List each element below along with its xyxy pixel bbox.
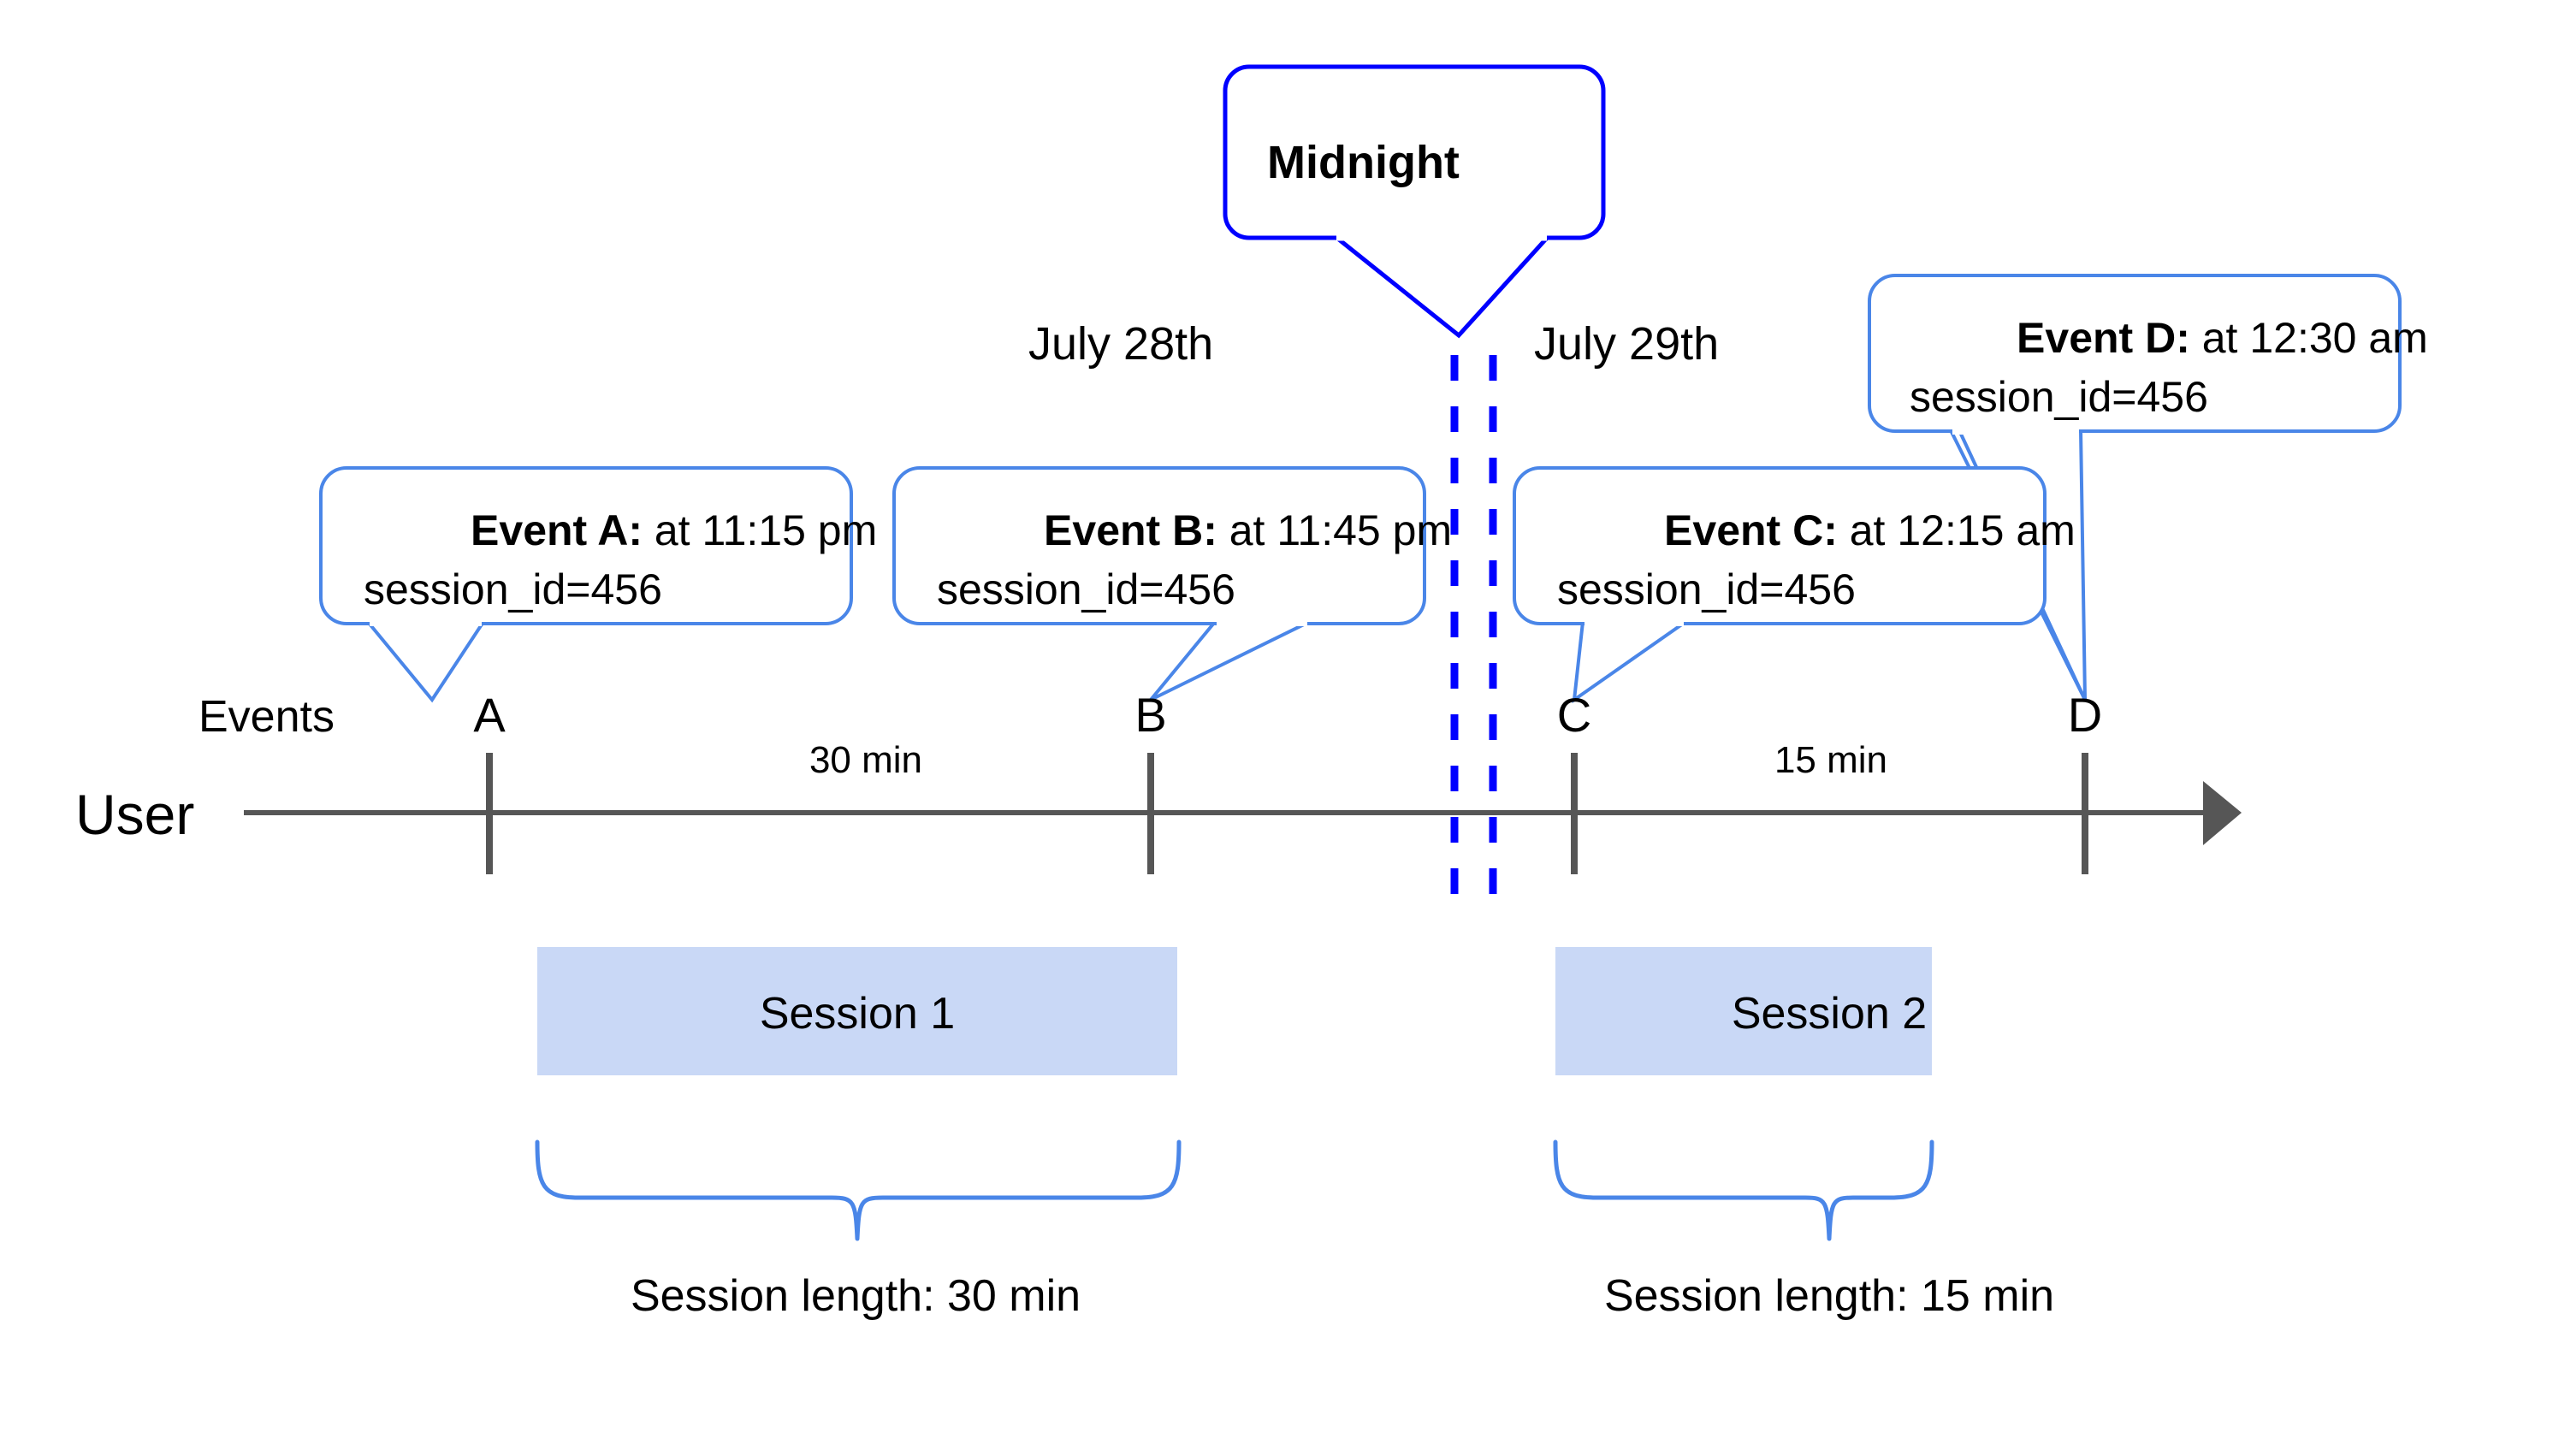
session-bar-group: Session 1 Session 2 <box>537 947 1932 1075</box>
gap-label-c-d: 15 min <box>1774 739 1887 781</box>
session-bar-2[interactable] <box>1555 947 1932 1075</box>
lane-label-events: Events <box>198 692 335 742</box>
event-b-line-2: session_id=456 <box>937 565 1235 613</box>
event-d-line-2: session_id=456 <box>1910 373 2208 421</box>
midnight-callout-tail <box>1328 234 1554 339</box>
event-c-bold: Event C: <box>1664 506 1838 554</box>
session-bar-1-label: Session 1 <box>760 989 955 1039</box>
event-callout-d-box[interactable]: Event D: at 12:30 am session_id=456 <box>1868 274 2511 435</box>
day-label-july-29: July 29th <box>1534 318 1719 370</box>
midnight-callout[interactable]: Midnight <box>1223 64 1606 339</box>
midnight-divider-lines <box>1450 355 1497 920</box>
event-callout-b[interactable]: Event B: at 11:45 pm session_id=456 <box>892 466 1535 701</box>
session-bar-1[interactable] <box>537 947 1177 1075</box>
event-d-line-1: Event D: at 12:30 am <box>1910 314 2511 362</box>
event-d-bold: Event D: <box>2017 314 2190 362</box>
event-a-time: at 11:15 pm <box>643 506 877 554</box>
event-c-line-1: Event C: at 12:15 am <box>1557 506 2159 554</box>
event-marker-d: D <box>2068 688 2102 742</box>
event-b-time: at 11:45 pm <box>1217 506 1452 554</box>
event-b-callout-tail <box>1149 620 1310 701</box>
event-b-line-1: Event B: at 11:45 pm <box>937 506 1535 554</box>
event-b-bold: Event B: <box>1044 506 1217 554</box>
timeline-axis <box>244 753 2242 874</box>
event-callout-a[interactable]: Event A: at 11:15 pm session_id=456 <box>319 466 960 703</box>
event-a-callout-tail <box>364 620 487 703</box>
event-c-time: at 12:15 am <box>1838 506 2076 554</box>
event-marker-b: B <box>1134 688 1166 742</box>
session-2-brace <box>1553 1139 1934 1241</box>
day-label-july-28: July 28th <box>1028 318 1213 370</box>
lane-label-user: User <box>75 783 194 846</box>
session-bar-2-label: Session 2 <box>1732 989 1927 1039</box>
event-a-line-2: session_id=456 <box>364 565 662 613</box>
session-1-length-label: Session length: 30 min <box>631 1271 1081 1321</box>
event-marker-a: A <box>473 688 506 742</box>
session-2-length-label: Session length: 15 min <box>1604 1271 2054 1321</box>
event-a-bold: Event A: <box>471 506 643 554</box>
gap-label-a-b: 30 min <box>809 739 922 781</box>
event-c-callout-box <box>1513 466 2047 625</box>
midnight-label: Midnight <box>1267 137 1460 188</box>
event-c-line-2: session_id=456 <box>1557 565 1856 613</box>
event-a-callout-box <box>319 466 853 625</box>
event-b-callout-box <box>892 466 1426 625</box>
session-brace-group <box>535 1139 1934 1241</box>
event-marker-c: C <box>1557 688 1591 742</box>
event-a-line-1: Event A: at 11:15 pm <box>364 506 960 554</box>
session-1-brace <box>535 1139 1182 1241</box>
timeline-arrow-icon <box>2203 781 2242 845</box>
event-d-time: at 12:30 am <box>2190 314 2428 362</box>
event-callout-c[interactable]: Event C: at 12:15 am session_id=456 <box>1513 466 2159 704</box>
event-d-callout-box <box>1868 274 2402 433</box>
